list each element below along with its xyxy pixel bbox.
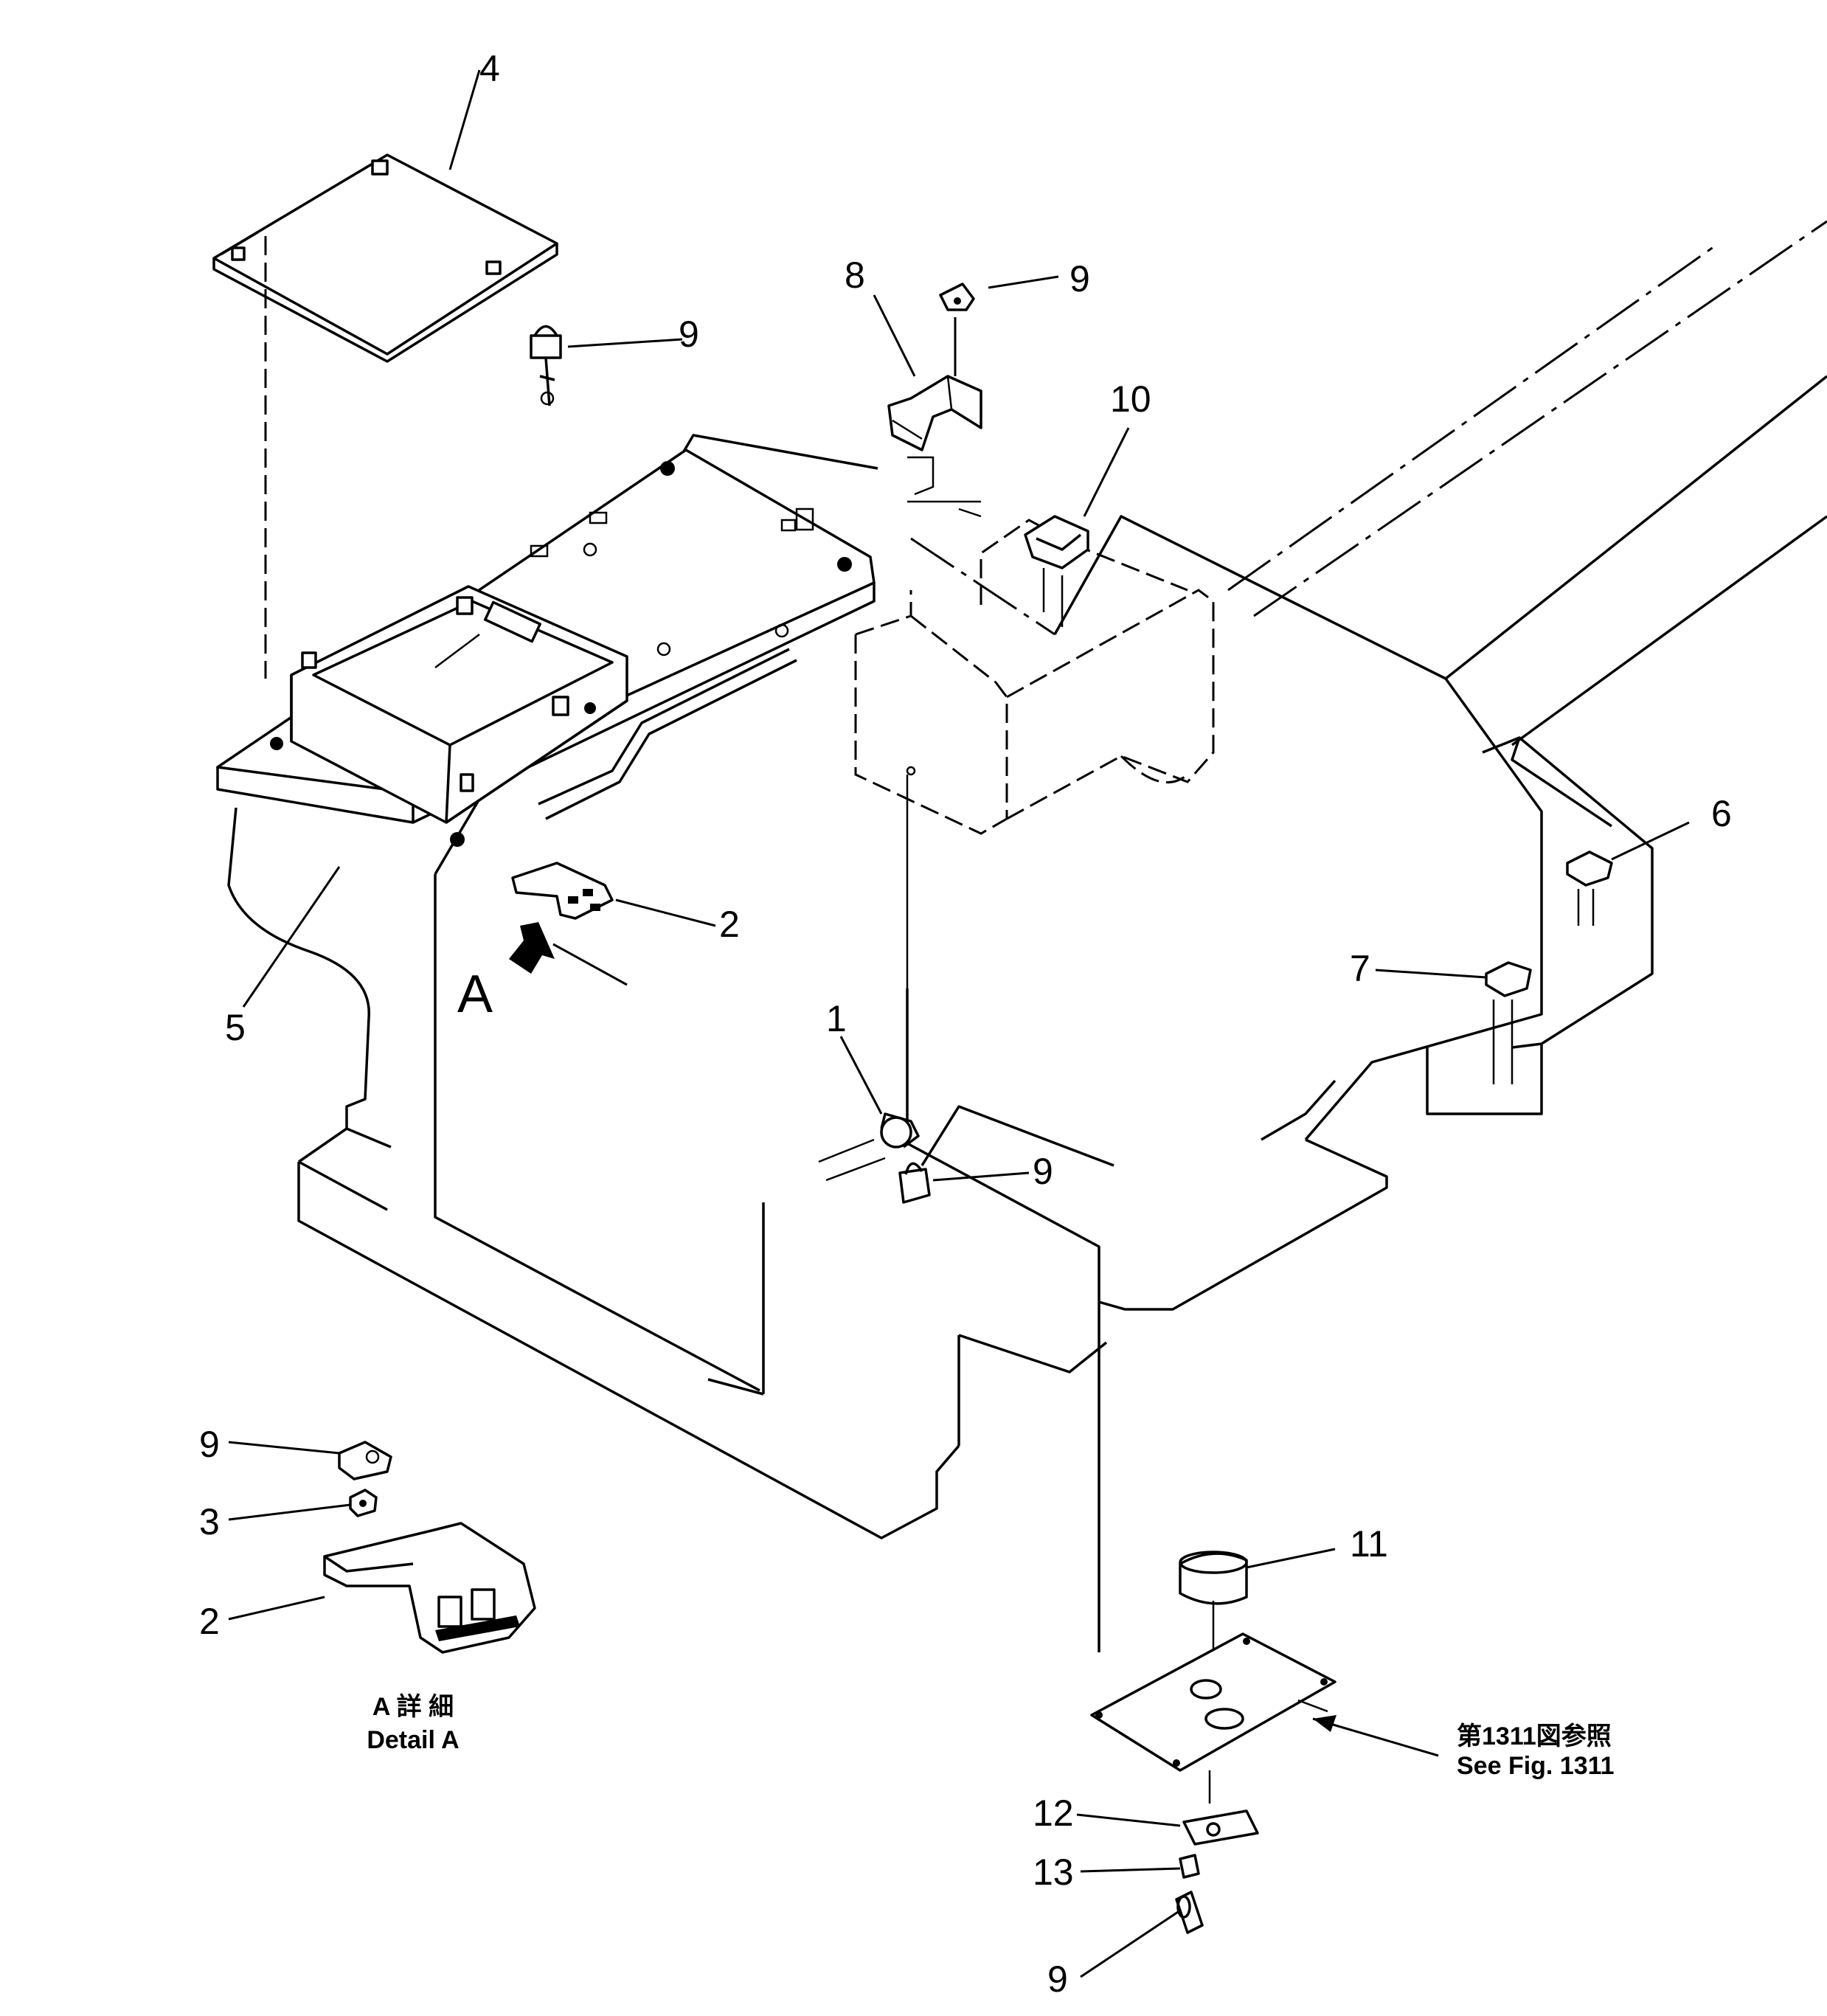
- cover-plate-bottom: [1090, 1632, 1337, 1804]
- detail-a-label-en: Detail A: [367, 1726, 459, 1754]
- detail-a-hinge-2: [323, 1522, 536, 1654]
- callout-9-fuel: 9: [1033, 1151, 1053, 1192]
- view-a-label: A: [457, 965, 493, 1024]
- callout-2-detail: 2: [199, 1601, 220, 1642]
- hydraulic-tank: [854, 519, 1215, 988]
- callout-8: 8: [845, 254, 865, 296]
- battery-box: [290, 585, 628, 824]
- callout-6: 6: [1711, 793, 1732, 834]
- callout-7: 7: [1350, 948, 1370, 989]
- reference-note-jp: 第1311図参照: [1457, 1722, 1612, 1750]
- reference-note: 第1311図参照 See Fig. 1311: [1457, 1722, 1615, 1780]
- callout-9-cover: 9: [679, 314, 699, 355]
- callout-9-bracket: 9: [1069, 258, 1090, 299]
- reference-note-en: See Fig. 1311: [1457, 1752, 1615, 1780]
- hinge-bracket-main: [511, 862, 614, 920]
- cover-plate: [212, 153, 558, 679]
- callout-9-bottom: 9: [1047, 1958, 1068, 2000]
- callout-11: 11: [1350, 1523, 1388, 1565]
- cap-6: [1566, 851, 1613, 926]
- machine-frame: [227, 220, 1827, 1652]
- fuel-cap-1: [818, 1112, 920, 1182]
- bracket-8: [887, 375, 982, 503]
- padlock-cover: [530, 325, 562, 406]
- callout-numbers: 4 9 9 8 10 6 7 2 5 1 9 11 12 13 9 9 3 2: [199, 48, 1732, 2000]
- padlock-1: [898, 1162, 931, 1204]
- callout-9-detail: 9: [199, 1424, 220, 1465]
- detail-a-nut-3: [349, 1489, 378, 1517]
- tank-cap-10: [958, 508, 1089, 627]
- callout-1: 1: [826, 998, 847, 1039]
- callout-3: 3: [199, 1501, 220, 1542]
- callout-10: 10: [1110, 378, 1151, 420]
- callout-4: 4: [479, 48, 500, 89]
- callout-leaders: [228, 69, 1690, 1978]
- padlock-bottom: [1175, 1891, 1204, 1934]
- callout-2-main: 2: [719, 904, 740, 945]
- spacer-13: [1179, 1854, 1200, 1879]
- padlock-8: [939, 283, 975, 376]
- detail-a-caption: A 詳 細 Detail A: [367, 1693, 459, 1754]
- detail-a-padlock-9: [338, 1441, 392, 1480]
- callout-5: 5: [225, 1007, 246, 1048]
- view-a-arrow: A: [457, 922, 628, 1024]
- cap-7: [1485, 961, 1532, 1084]
- callout-12: 12: [1033, 1792, 1074, 1834]
- callout-13: 13: [1033, 1852, 1074, 1893]
- detail-a-label-jp: A 詳 細: [372, 1693, 454, 1721]
- plate-12: [1182, 1809, 1259, 1846]
